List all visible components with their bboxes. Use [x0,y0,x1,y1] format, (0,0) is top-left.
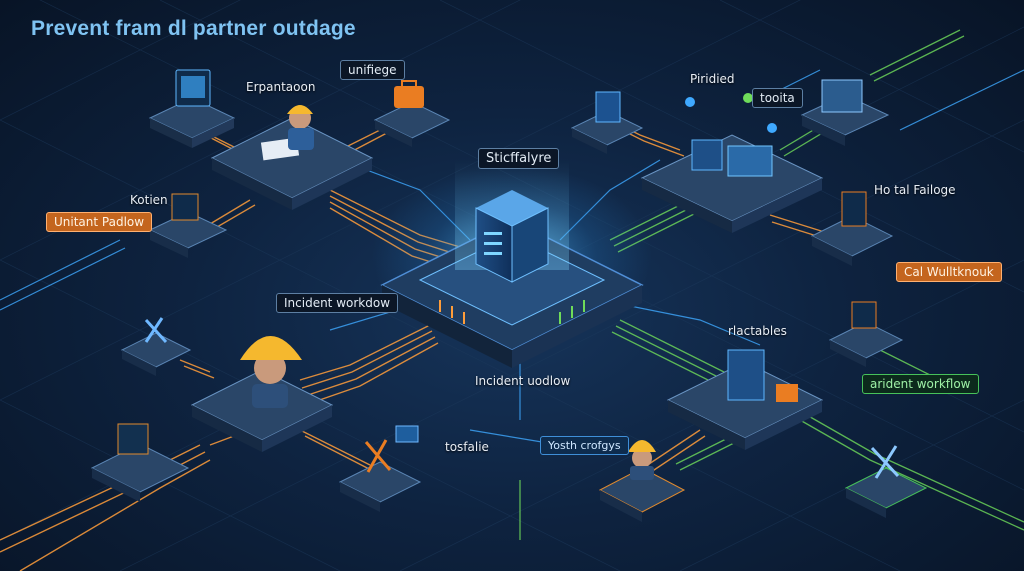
tools-icon [144,317,168,344]
monitor-icon [171,193,199,221]
label-rlactables: rlactables [728,324,787,338]
platform-engineer-top [210,105,374,210]
label-incident-workflow: Incident workdow [276,293,399,313]
platform-left-mid [148,193,228,258]
label-yosth-crofgys: Yosth crofgys [540,436,629,455]
platform-toolbox-top [373,80,451,147]
engineer-icon [632,448,652,468]
page-title: Prevent fram dl partner outdage [31,17,356,40]
server-rack-icon [691,139,723,171]
building-icon [821,79,863,113]
label-cal-wulknouk: Cal Wulltknouk [896,262,1002,282]
monitor-icon [851,301,877,329]
platform-cloud-right [640,93,824,233]
label-pritided: Piridied [690,72,735,86]
platform-tools-bottom-right [844,445,928,518]
platform-server-top-mid [570,91,644,154]
platform-rack-bottom-right [666,349,824,450]
server-rack-icon [727,349,765,401]
hardhat-icon [287,105,313,114]
server-rack-icon [595,91,621,123]
platform-tools-bottom [338,425,422,512]
monitor-icon [117,423,149,455]
hardhat-icon [628,440,656,452]
label-incident-uodlow: Incident uodlow [475,374,571,388]
platform-monitor-top-left [148,69,236,148]
label-hotal-failoge: Ho tal Failoge [874,183,956,197]
label-arident-workflow: arident workflow [862,374,979,394]
label-stiffalye: Sticffalyre [478,148,560,169]
label-unifiege: unifiege [340,60,405,80]
label-tooita: tooita [752,88,803,108]
tools-icon [870,445,900,479]
monitor-icon [841,191,867,227]
platform-right-lower [828,301,904,367]
label-tosfalie: tosfalie [445,440,489,454]
hardhat-icon [240,336,302,360]
label-expansion: Erpantaoon [246,80,316,94]
label-kotien: Kotien [130,193,168,207]
platform-tools-left [120,317,192,376]
platform-monitor-bottom-left [90,423,190,502]
toolbox-icon [394,86,424,108]
platform-engineer-mid [190,336,334,452]
platform-building-top-right [800,79,890,146]
label-unifiant-padlow: Unitant Padlow [46,212,153,232]
central-hub [372,160,652,368]
cloud-server-icon [727,145,773,177]
platform-right-mid [810,191,894,266]
tools-icon [364,439,392,473]
platform-engineer-bottom [598,440,686,522]
